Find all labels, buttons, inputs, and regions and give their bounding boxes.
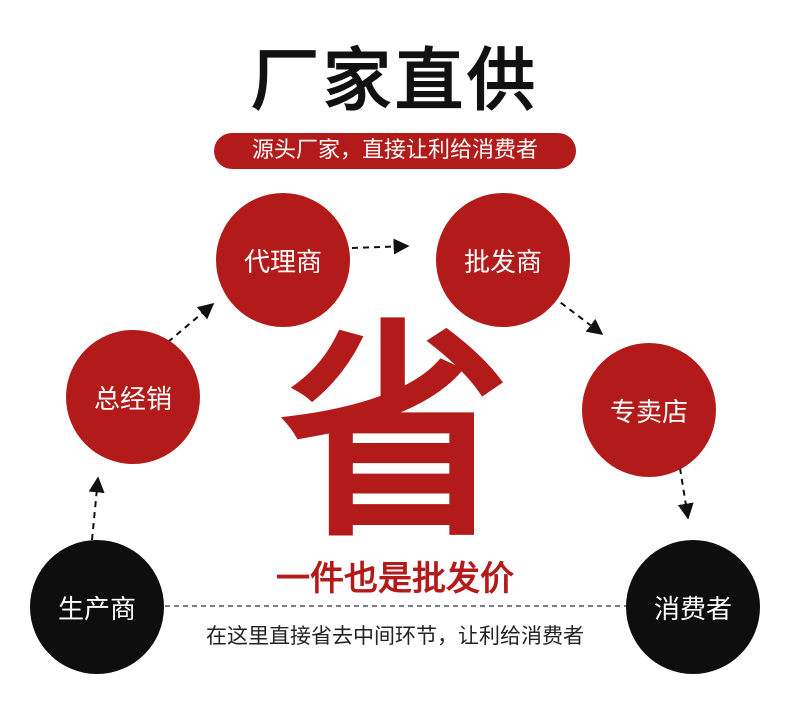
node-distributor: 总经销 xyxy=(66,330,200,464)
arrow-wholesaler-to-store xyxy=(551,295,604,335)
page-title: 厂家直供 xyxy=(250,42,539,121)
slogan: 一件也是批发价 xyxy=(276,559,514,599)
arrow-producer-to-distributor xyxy=(88,476,105,541)
node-store: 专卖店 xyxy=(582,343,716,477)
save-big-character: 省 xyxy=(279,302,510,569)
node-wholesaler: 批发商 xyxy=(436,193,570,327)
savings-note: 在这里直接省去中间环节，让利给消费者 xyxy=(206,624,584,648)
subtitle-banner: 源头厂家，直接让利给消费者 xyxy=(214,133,576,169)
node-consumer: 消费者 xyxy=(626,540,760,674)
arrow-agent-to-wholesaler xyxy=(351,238,410,255)
arrow-distributor-to-agent xyxy=(167,302,215,343)
arrow-store-to-consumer xyxy=(677,467,694,520)
node-producer: 生产商 xyxy=(30,540,164,674)
node-agent: 代理商 xyxy=(216,193,350,327)
